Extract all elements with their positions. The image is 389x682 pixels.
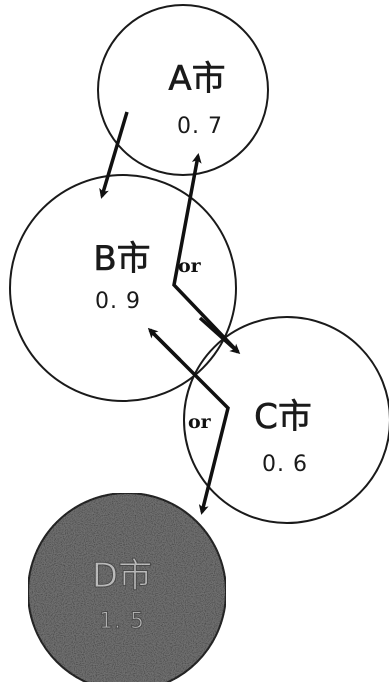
city-c: C市 0. 6	[183, 316, 389, 524]
city-d-circle	[27, 492, 227, 682]
city-d-value: 1. 5	[99, 609, 145, 634]
city-d-name: D市	[92, 556, 152, 596]
city-b: B市 0. 9	[9, 174, 237, 402]
city-c-value: 0. 6	[262, 452, 308, 477]
city-b-circle	[9, 174, 237, 402]
city-a: A市 0. 7	[97, 4, 269, 176]
city-a-name: A市	[168, 59, 225, 99]
or-label-cd: or	[188, 411, 212, 433]
city-b-name: B市	[93, 239, 150, 279]
arrow-b-to-a-or-c	[172, 153, 240, 354]
city-c-circle	[183, 316, 389, 524]
city-a-circle	[97, 4, 269, 176]
city-c-name: C市	[254, 397, 312, 437]
arrow-a-to-b	[99, 111, 129, 199]
city-b-value: 0. 9	[95, 289, 141, 314]
city-d: D市 1. 5	[27, 492, 227, 682]
city-a-value: 0. 7	[177, 114, 223, 139]
arrow-c-to-b-head	[147, 327, 182, 362]
or-label-bc: or	[178, 255, 202, 277]
arrow-b-to-c-head	[198, 316, 241, 355]
